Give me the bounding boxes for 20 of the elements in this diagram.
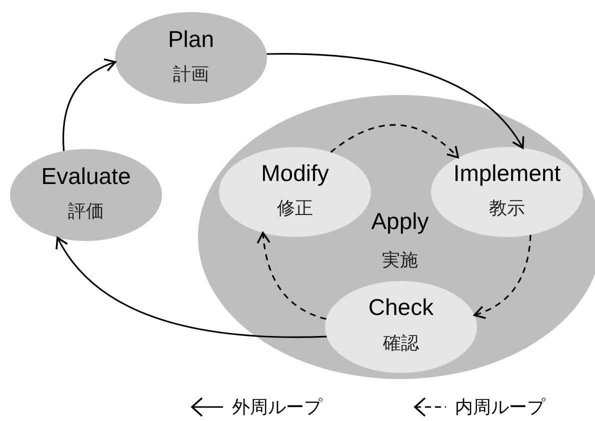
node-title: Modify <box>261 160 329 186</box>
node-subtitle: 計画 <box>173 64 209 84</box>
node-subtitle: 修正 <box>277 198 313 218</box>
dashed-arrow <box>474 234 532 319</box>
node-subtitle: 確認 <box>383 333 419 353</box>
dashed-arrow <box>257 232 326 320</box>
dashed-arrow <box>330 124 459 158</box>
node-subtitle: 評価 <box>68 201 104 221</box>
node-title: Check <box>368 294 434 320</box>
arrow <box>62 58 116 152</box>
node-title: Implement <box>453 160 561 186</box>
node-subtitle: 実施 <box>382 250 418 270</box>
node-title: Evaluate <box>41 163 131 189</box>
arrow <box>56 236 327 338</box>
legend-label: 外周ループ <box>232 396 322 419</box>
arrow <box>266 53 524 149</box>
node-subtitle: 教示 <box>489 198 525 218</box>
node-title: Apply <box>371 208 429 234</box>
legend-label: 内周ループ <box>455 396 545 419</box>
node-title: Plan <box>168 26 214 52</box>
